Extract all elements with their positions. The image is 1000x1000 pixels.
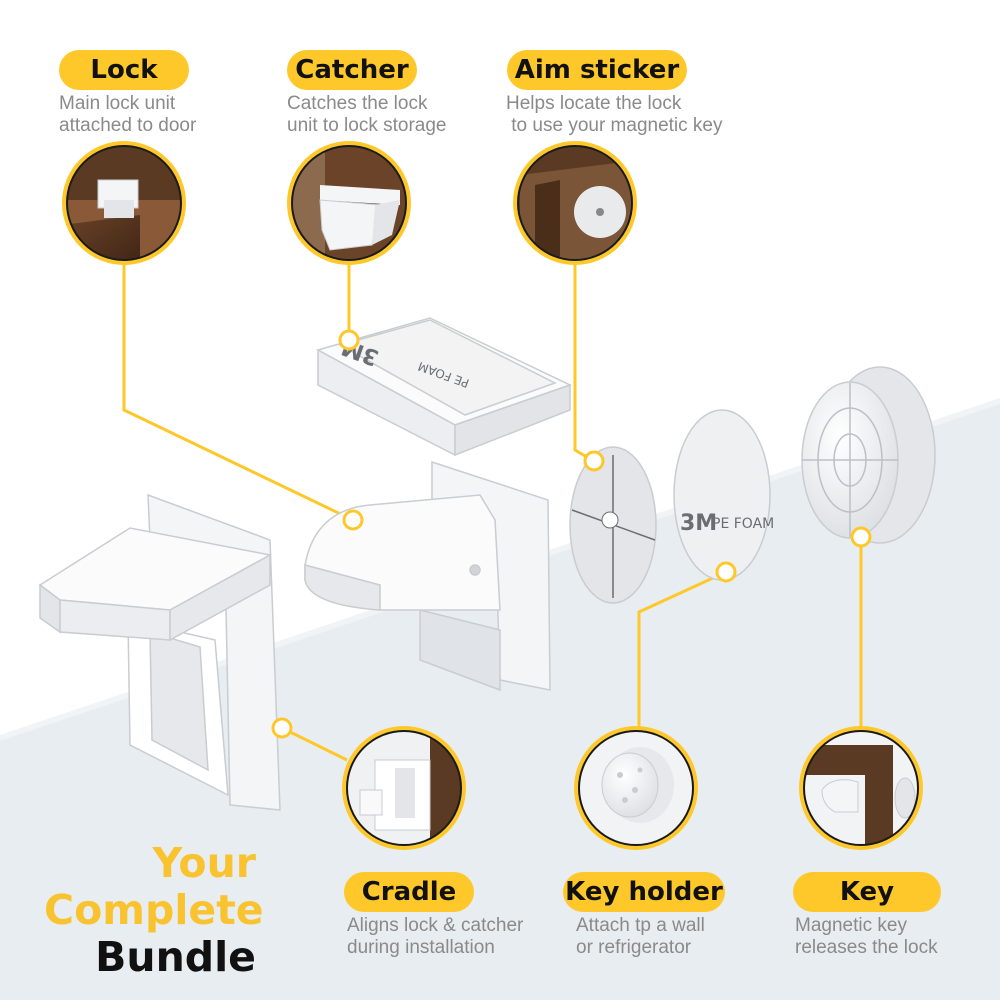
key-holder-label: Key holder <box>563 872 725 912</box>
aim-sticker-description: Helps locate the lock to use your magnet… <box>506 93 723 137</box>
aim-sticker-connector-dot <box>583 450 605 472</box>
cradle-connector-dot <box>271 717 293 739</box>
key-label: Key <box>793 872 941 912</box>
key-holder-connector <box>637 570 727 731</box>
catcher-on-cabinet-icon <box>287 141 411 265</box>
bundle-heading: Your Complete Bundle <box>44 839 264 981</box>
lock-label: Lock <box>59 50 189 90</box>
catcher-description-line2: unit to lock storage <box>287 115 447 136</box>
key-description: Magnetic key releases the lock <box>795 915 938 959</box>
key-holder-connector-dot <box>715 561 737 583</box>
cradle-description: Aligns lock & catcher during installatio… <box>347 915 523 959</box>
cradle-description-line1: Aligns lock & catcher <box>347 915 524 936</box>
key-holder-icon <box>574 726 698 850</box>
key-description-line1: Magnetic key <box>795 915 907 936</box>
cradle-connector <box>281 726 348 762</box>
key-holder-description-line1: Attach tp a wall <box>576 915 705 936</box>
lock-connector-dot <box>342 509 364 531</box>
aim-sticker-label: Aim sticker <box>507 50 687 90</box>
catcher-product <box>316 317 572 457</box>
lock-description-line2: attached to door <box>59 115 197 136</box>
aim-sticker-connector <box>573 260 593 462</box>
bundle-heading-line1: Your <box>152 839 256 887</box>
catcher-connector-dot <box>338 329 360 351</box>
key-holder-disk <box>673 409 771 581</box>
key-product <box>801 366 936 544</box>
catcher-description: Catches the lock unit to lock storage <box>287 93 446 137</box>
lock-description: Main lock unit attached to door <box>59 93 196 137</box>
key-holder-tape-text: PE FOAM <box>712 516 774 532</box>
key-holder-description: Attach tp a wall or refrigerator <box>576 915 705 959</box>
cradle-label: Cradle <box>344 872 474 912</box>
lock-connector <box>122 260 354 522</box>
cradle-description-line2: during installation <box>347 937 495 958</box>
aim-sticker-disk <box>569 446 657 604</box>
aim-sticker-description-line1: Helps locate the lock <box>506 93 682 114</box>
bundle-heading-line2: Complete <box>44 886 264 934</box>
catcher-label: Catcher <box>287 50 417 90</box>
key-description-line2: releases the lock <box>795 937 938 958</box>
cradle-installation-icon <box>342 726 466 850</box>
lock-on-door-icon <box>62 141 186 265</box>
key-holder-description-line2: or refrigerator <box>576 937 692 958</box>
cradle-product <box>38 493 281 811</box>
bundle-heading-line3: Bundle <box>95 933 256 981</box>
key-holder-tape-brand: 3M <box>680 511 717 536</box>
aim-sticker-on-door-icon <box>513 141 637 265</box>
aim-sticker-description-line2: to use your magnetic key <box>506 115 723 136</box>
catcher-description-line1: Catches the lock <box>287 93 428 114</box>
key-on-door-icon <box>799 726 923 850</box>
lock-description-line1: Main lock unit <box>59 93 176 114</box>
key-connector-dot <box>850 526 872 548</box>
